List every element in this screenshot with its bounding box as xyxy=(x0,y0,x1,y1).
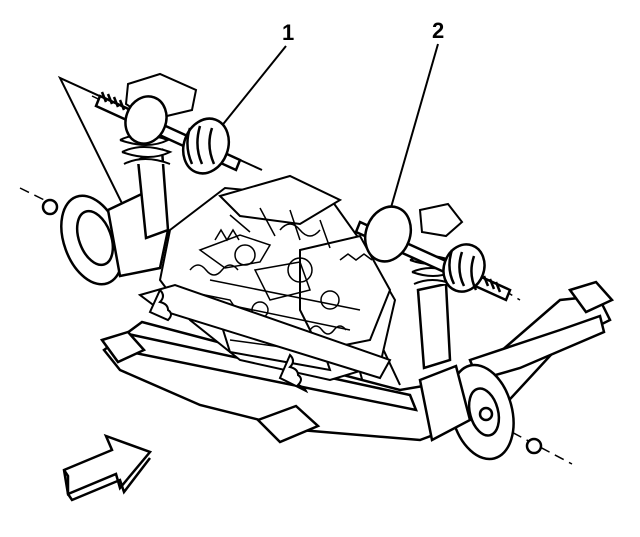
leader-line-2 xyxy=(387,43,439,219)
transaxle-housing xyxy=(299,234,392,352)
drive-axle-2 xyxy=(354,205,512,302)
axle-2-inner-cv-boot xyxy=(363,205,413,263)
right-hub-center xyxy=(478,406,494,422)
axle-1-boot-ribs xyxy=(186,125,216,165)
leader-lines xyxy=(211,43,439,219)
right-strut-body xyxy=(416,282,452,370)
axle-2-boot-ribs xyxy=(448,249,478,291)
axle-1-inner-cv-boot xyxy=(181,117,231,175)
right-hub-nut xyxy=(525,437,543,455)
subframe-mount-left xyxy=(99,330,147,364)
drive-axle-1 xyxy=(94,91,242,175)
front-direction-arrow-icon xyxy=(62,433,153,502)
engine-assembly xyxy=(158,174,397,382)
rack-boot-left xyxy=(148,288,172,322)
left-rotor-inner xyxy=(75,209,115,267)
right-hub-assembly xyxy=(416,282,543,461)
callout-1: 1 xyxy=(282,20,295,45)
axle-1-spline xyxy=(100,91,126,111)
axle-2-spline xyxy=(482,275,502,293)
right-strut-top-mount xyxy=(418,202,464,238)
callout-2: 2 xyxy=(432,18,445,43)
right-knuckle xyxy=(418,364,472,442)
rack-boot-right xyxy=(278,353,309,394)
axle-1-outer-cv-joint xyxy=(124,95,168,145)
engine-top-cover xyxy=(218,174,343,226)
subframe-mount-front xyxy=(255,404,321,444)
leader-line-1 xyxy=(211,45,287,139)
left-hub-nut xyxy=(41,198,59,216)
subframe-mount-right xyxy=(567,280,615,314)
steering-rack xyxy=(137,283,392,394)
left-hub-assembly xyxy=(41,148,170,286)
